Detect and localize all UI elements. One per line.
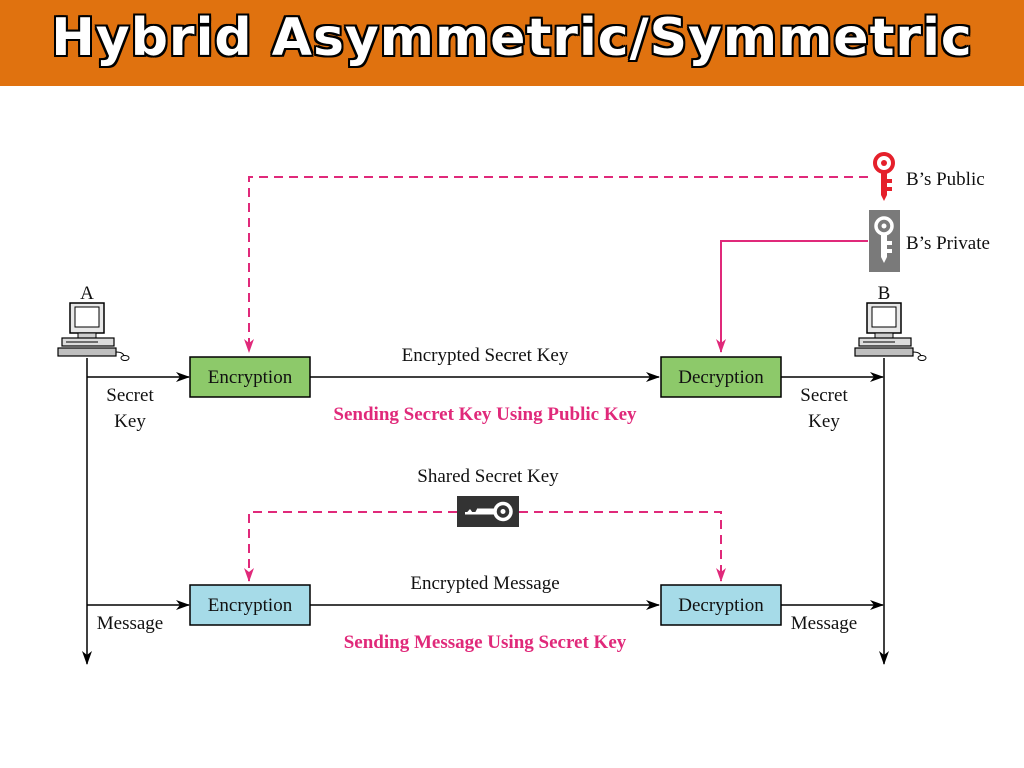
top-right-label-line2: Key <box>808 411 840 432</box>
public-key-icon <box>873 152 895 201</box>
top-decryption-label: Decryption <box>678 367 764 388</box>
node-b-label: B <box>878 283 891 304</box>
top-channel-label: Encrypted Secret Key <box>402 345 569 366</box>
top-encryption-label: Encryption <box>208 367 293 388</box>
shared-key-path-left <box>244 511 457 582</box>
computer-b-icon <box>854 302 927 361</box>
slide-title: Hybrid Asymmetric/Symmetric <box>51 8 973 68</box>
bottom-channel-label: Encrypted Message <box>410 573 559 594</box>
node-a-label: A <box>80 283 94 304</box>
shared-key-label: Shared Secret Key <box>417 466 559 487</box>
bottom-decryption-label: Decryption <box>678 595 764 616</box>
private-key-label: B’s Private <box>906 233 990 254</box>
private-key-icon <box>869 210 900 272</box>
top-left-label-line1: Secret <box>106 385 154 406</box>
computer-a-icon <box>57 302 130 361</box>
top-decryption-box <box>660 356 782 398</box>
bottom-encryption-box <box>189 584 311 626</box>
title-bar: Hybrid Asymmetric/Symmetric <box>0 0 1024 86</box>
bottom-right-label: Message <box>791 613 857 634</box>
top-encryption-box <box>189 356 311 398</box>
top-caption: Sending Secret Key Using Public Key <box>333 404 637 425</box>
top-right-label-line1: Secret <box>800 385 848 406</box>
public-key-path <box>244 176 868 353</box>
top-left-label-line2: Key <box>114 411 146 432</box>
public-key-label: B’s Public <box>906 169 985 190</box>
bottom-left-label: Message <box>97 613 163 634</box>
bottom-encryption-label: Encryption <box>208 595 293 616</box>
shared-key-icon <box>457 496 519 527</box>
shared-key-path-right <box>519 511 726 582</box>
bottom-caption: Sending Message Using Secret Key <box>344 632 627 653</box>
private-key-path <box>716 240 868 353</box>
bottom-decryption-box <box>660 584 782 626</box>
